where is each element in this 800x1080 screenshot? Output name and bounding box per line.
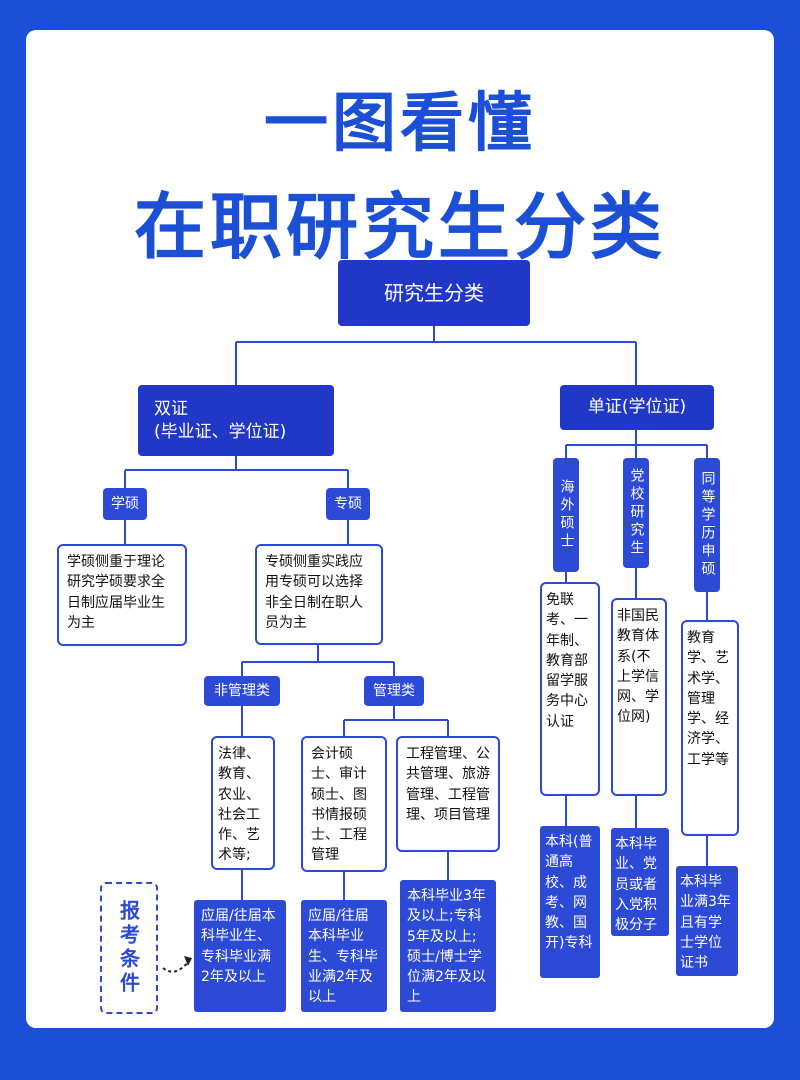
mgmt-node: 管理类 bbox=[364, 676, 424, 706]
overseas-desc: 免联考、一年制、教育部留学服务中心认证 bbox=[540, 582, 600, 796]
academic-desc: 学硕侧重于理论研究学硕要求全日制应届毕业生为主 bbox=[57, 544, 187, 646]
equal-edu-req: 本科毕业满3年且有学士学位证书 bbox=[676, 866, 738, 976]
title-line2: 在职研究生分类 bbox=[133, 185, 666, 269]
root-label: 研究生分类 bbox=[384, 280, 484, 305]
mgmt-group-a-req: 应届/往届本科毕业生、专科毕业满2年及以上 bbox=[301, 900, 387, 1012]
overseas-req: 本科(普通高校、成考、网教、国开)专科 bbox=[540, 826, 600, 978]
equal-edu-node: 同等学历申硕 bbox=[694, 458, 720, 592]
equal-edu-label: 同等学历申硕 bbox=[699, 471, 716, 579]
non-mgmt-req: 应届/往届本科毕业生、专科毕业满2年及以上 bbox=[194, 900, 286, 1012]
party-school-desc: 非国民教育体系(不上学信网、学位网) bbox=[611, 598, 667, 796]
overseas-label: 海外硕士 bbox=[558, 479, 575, 551]
non-mgmt-label: 非管理类 bbox=[214, 682, 270, 699]
root-node: 研究生分类 bbox=[338, 260, 530, 326]
equal-edu-desc: 教育学、艺术学、管理学、经济学、工学等 bbox=[681, 620, 739, 836]
party-school-node: 党校研究生 bbox=[623, 458, 649, 568]
non-mgmt-node: 非管理类 bbox=[204, 676, 280, 706]
non-mgmt-desc: 法律、教育、农业、社会工作、艺术等; bbox=[211, 736, 275, 870]
mgmt-group-b-desc: 工程管理、公共管理、旅游管理、工程管理、项目管理 bbox=[396, 736, 500, 852]
single-cert-label: 单证(学位证) bbox=[587, 397, 687, 418]
academic-label: 学硕 bbox=[111, 495, 139, 512]
academic-node: 学硕 bbox=[103, 488, 147, 520]
mgmt-label: 管理类 bbox=[373, 682, 415, 699]
conditions-label: 报考条件 bbox=[116, 900, 141, 996]
dual-cert-node: 双证 (毕业证、学位证) bbox=[138, 385, 334, 456]
title-line1: 一图看懂 bbox=[264, 87, 536, 161]
mgmt-group-b-req: 本科毕业3年及以上;专科5年及以上;硕士/博士学位满2年及以上 bbox=[400, 880, 496, 1012]
mgmt-group-a-desc: 会计硕士、审计硕士、图书情报硕士、工程管理 bbox=[301, 736, 387, 872]
single-cert-node: 单证(学位证) bbox=[560, 385, 714, 430]
professional-desc: 专硕侧重实践应用专硕可以选择非全日制在职人员为主 bbox=[255, 544, 383, 645]
professional-node: 专硕 bbox=[326, 488, 370, 520]
party-school-req: 本科毕业、党员或者入党积极分子 bbox=[611, 828, 669, 936]
dual-cert-sublabel: (毕业证、学位证) bbox=[154, 421, 287, 442]
party-school-label: 党校研究生 bbox=[628, 468, 645, 558]
overseas-node: 海外硕士 bbox=[553, 458, 579, 572]
professional-label: 专硕 bbox=[334, 495, 362, 512]
dual-cert-label: 双证 bbox=[154, 398, 188, 419]
conditions-box: 报考条件 bbox=[100, 882, 158, 1014]
